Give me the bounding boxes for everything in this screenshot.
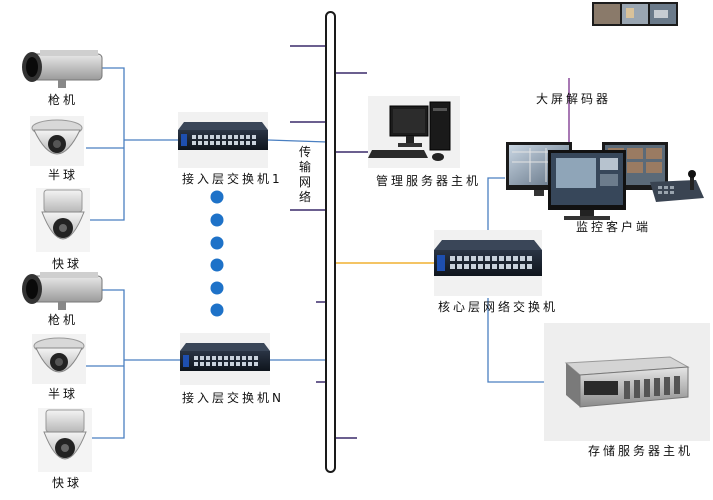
speed-dome-camera-1: [36, 188, 90, 252]
speed-dome-camera-2: [38, 408, 92, 472]
camera-links-bottom: [86, 289, 182, 439]
dome-camera-2: [32, 334, 86, 384]
camera-label-2: 半球: [48, 168, 79, 182]
storage-server-label: 存储服务器主机: [588, 444, 694, 458]
access-switch-1: [178, 112, 268, 168]
camera-label-5: 半球: [48, 387, 79, 401]
dome-camera-1: [30, 116, 84, 166]
core-switch: [434, 230, 542, 296]
switch1-uplink: [267, 139, 328, 143]
backbone-bus: [325, 11, 336, 473]
access-switch-n: [180, 333, 270, 385]
camera-label-6: 快球: [52, 476, 83, 490]
management-server-pc: [368, 96, 460, 168]
bullet-camera-1: [22, 50, 103, 88]
monitoring-client-workstation: [506, 142, 704, 220]
bullet-camera-2: [22, 272, 103, 310]
backbone-ticks: [290, 45, 370, 439]
storage-link: [487, 298, 545, 383]
client-link: [487, 177, 505, 232]
camera-links-top: [86, 67, 180, 221]
ellipsis-dots: [210, 190, 224, 317]
client-label: 监控客户端: [576, 220, 652, 234]
camera-label-1: 枪机: [48, 93, 79, 107]
access-switch-1-label: 接入层交换机1: [182, 172, 283, 186]
management-server-label: 管理服务器主机: [376, 174, 482, 188]
storage-server: [544, 323, 710, 441]
video-wall-thumbnail: [592, 2, 678, 26]
core-switch-label: 核心层网络交换机: [438, 300, 559, 314]
camera-label-4: 枪机: [48, 313, 79, 327]
access-switch-n-label: 接入层交换机N: [182, 391, 284, 405]
decoder-label: 大屏解码器: [536, 92, 612, 106]
backbone-label: 传输网络: [298, 145, 311, 204]
camera-label-3: 快球: [52, 257, 83, 271]
